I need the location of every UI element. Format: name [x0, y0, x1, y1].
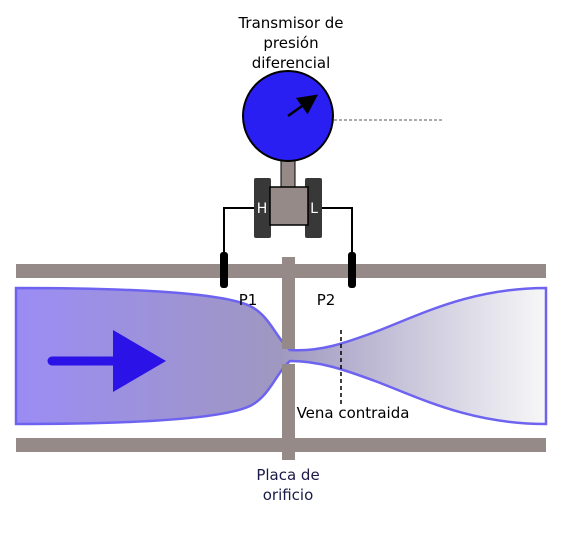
pipe-bottom-wall — [16, 438, 546, 452]
tap-p1-label: P1 — [239, 291, 258, 309]
pressure-tap-p2 — [348, 252, 356, 288]
low-port-label: L — [310, 201, 318, 217]
transmitter-title-line2: presión — [263, 34, 318, 52]
flow-stream — [14, 286, 548, 426]
orifice-plate-top — [282, 257, 295, 349]
transmitter-title-line3: diferencial — [252, 54, 331, 72]
vena-contracta-label: Vena contraida — [297, 404, 410, 422]
tap-p2-label: P2 — [317, 291, 336, 309]
flow-arrow-icon — [113, 330, 166, 392]
transmitter-title-line1: Transmisor de — [237, 14, 343, 32]
pressure-tap-p1 — [220, 252, 228, 288]
transmitter-low-flange — [305, 178, 322, 238]
orifice-plate-bottom — [282, 364, 295, 460]
high-port-label: H — [257, 201, 268, 217]
transmitter-body — [269, 186, 309, 226]
orifice-plate-label-line1: Placa de — [256, 466, 319, 484]
orifice-plate-label-line2: orificio — [263, 486, 314, 504]
transmitter-high-flange — [254, 178, 271, 238]
gauge-needle-icon — [287, 94, 319, 118]
pipe-top-wall — [16, 264, 546, 278]
transmitter-stem — [280, 159, 296, 189]
